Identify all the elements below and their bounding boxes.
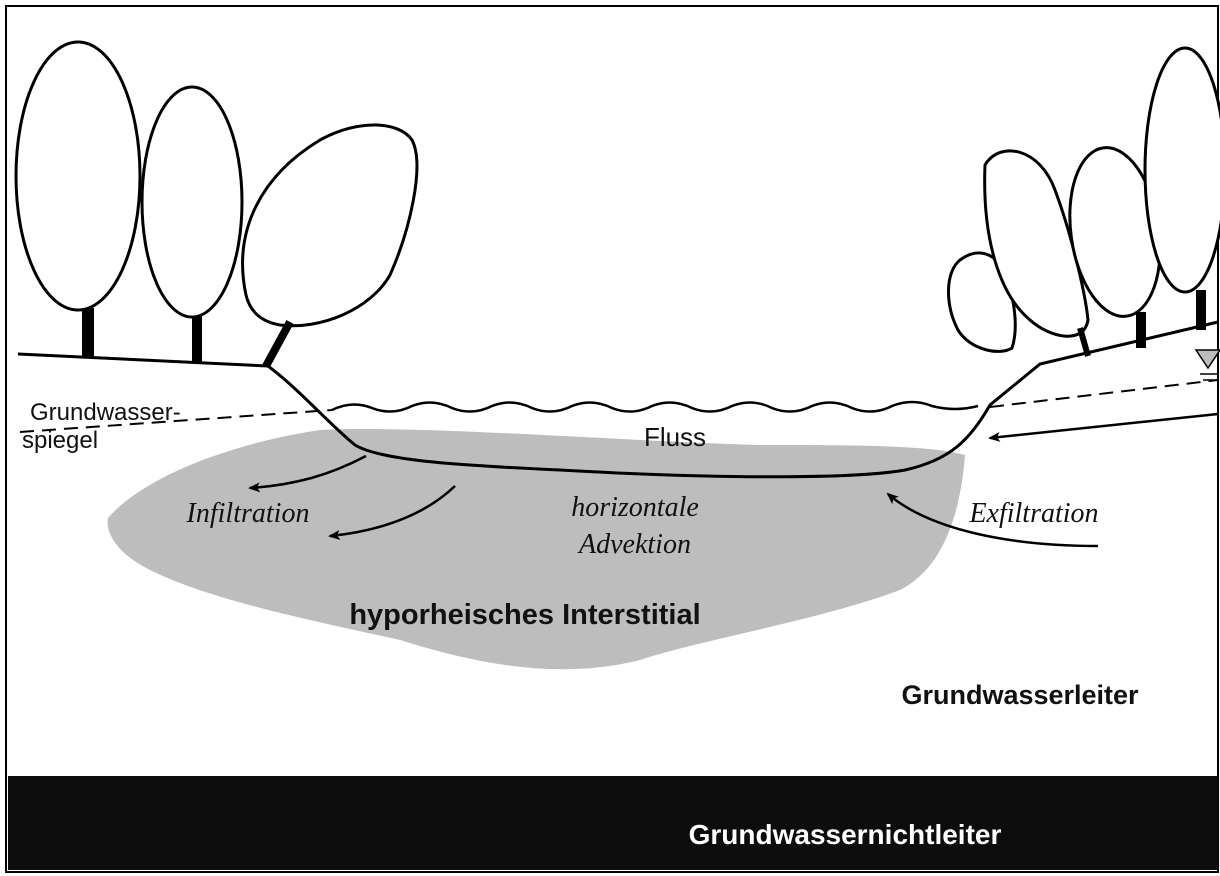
advection-label-line2: Advektion (577, 529, 691, 560)
exfiltration-label: Exfiltration (968, 498, 1098, 529)
river-label: Fluss (644, 422, 706, 452)
aquiclude-label: Grundwassernichtleiter (689, 819, 1002, 850)
advection-label-line1: horizontale (571, 492, 699, 523)
groundwater-table-label-line1: Grundwasser- (30, 399, 181, 426)
aquiclude-layer (8, 776, 1218, 870)
infiltration-label: Infiltration (186, 498, 310, 529)
aquifer-label: Grundwasserleiter (901, 680, 1139, 710)
groundwater-table-label-line2: spiegel (22, 427, 98, 454)
hyporheic-zone-label: hyporheisches Interstitial (349, 599, 700, 631)
